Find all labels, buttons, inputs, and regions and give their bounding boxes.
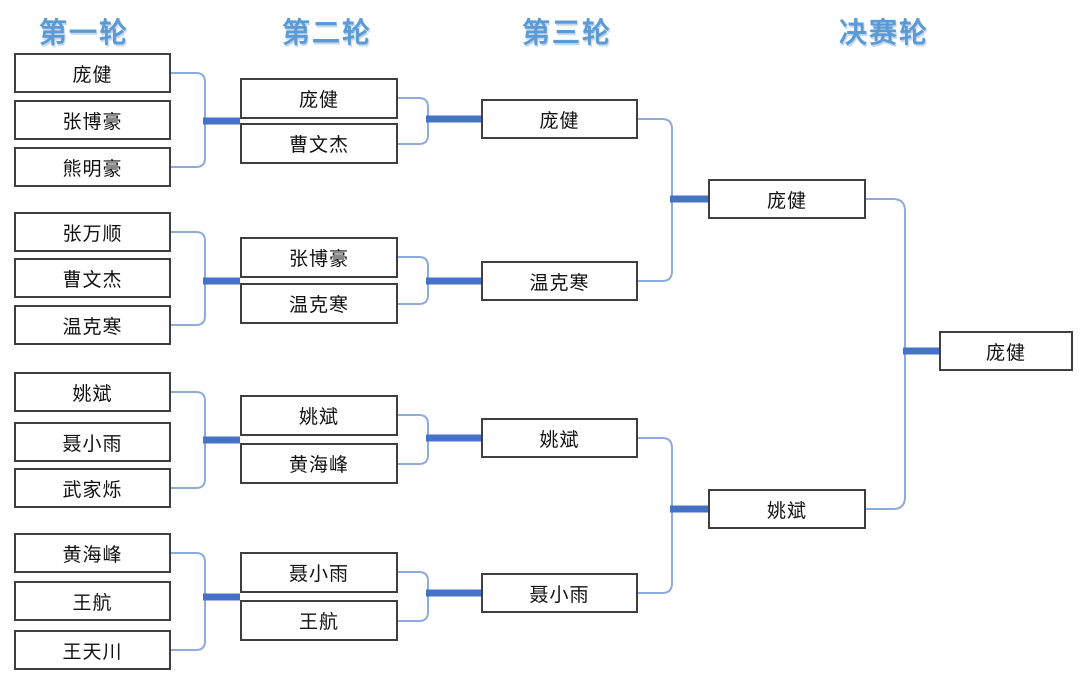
round2-player-box: 温克寒 bbox=[240, 283, 398, 324]
connector-round1-group4 bbox=[171, 552, 206, 651]
round-header-3: 第三轮 bbox=[521, 17, 613, 48]
connector-round1-group2 bbox=[171, 231, 206, 326]
champion-box: 庞健 bbox=[939, 331, 1073, 371]
round1-player-box: 王天川 bbox=[14, 630, 171, 670]
round1-player-box: 黄海峰 bbox=[14, 533, 171, 573]
connector-round3-bottom bbox=[638, 437, 673, 594]
connector-round1-group3 bbox=[171, 391, 206, 489]
connector-round2-pair1 bbox=[398, 97, 429, 145]
round2-player-box: 曹文杰 bbox=[240, 123, 398, 164]
round1-player-box: 武家烁 bbox=[14, 468, 171, 508]
round2-player-box: 王航 bbox=[240, 600, 398, 641]
round-header-1: 第一轮 bbox=[38, 17, 130, 48]
connector-round3-top bbox=[638, 118, 673, 282]
semifinal-player-box: 庞健 bbox=[708, 179, 866, 219]
round2-player-box: 黄海峰 bbox=[240, 443, 398, 484]
semifinal-player-box: 姚斌 bbox=[708, 489, 866, 529]
connector-round2-pair3 bbox=[398, 414, 429, 465]
round-header-final: 决赛轮 bbox=[838, 17, 930, 48]
round1-player-box: 庞健 bbox=[14, 53, 171, 93]
round3-player-box: 姚斌 bbox=[481, 418, 638, 458]
round1-player-box: 熊明豪 bbox=[14, 147, 171, 187]
round1-player-box: 曹文杰 bbox=[14, 258, 171, 298]
round1-player-box: 姚斌 bbox=[14, 372, 171, 412]
round1-player-box: 王航 bbox=[14, 581, 171, 621]
round-header-2: 第二轮 bbox=[281, 17, 373, 48]
connector-round2-pair2 bbox=[398, 256, 429, 305]
round1-player-box: 张博豪 bbox=[14, 100, 171, 140]
round2-player-box: 姚斌 bbox=[240, 395, 398, 436]
round1-player-box: 张万顺 bbox=[14, 212, 171, 252]
round2-player-box: 庞健 bbox=[240, 78, 398, 119]
connector-round1-group1 bbox=[171, 72, 206, 168]
round2-player-box: 聂小雨 bbox=[240, 552, 398, 593]
round2-player-box: 张博豪 bbox=[240, 237, 398, 278]
connector-semifinal bbox=[866, 198, 906, 510]
round3-player-box: 聂小雨 bbox=[481, 573, 638, 613]
round3-player-box: 温克寒 bbox=[481, 261, 638, 301]
round1-player-box: 温克寒 bbox=[14, 305, 171, 345]
round3-player-box: 庞健 bbox=[481, 99, 638, 139]
round1-player-box: 聂小雨 bbox=[14, 422, 171, 462]
connector-round2-pair4 bbox=[398, 571, 429, 622]
